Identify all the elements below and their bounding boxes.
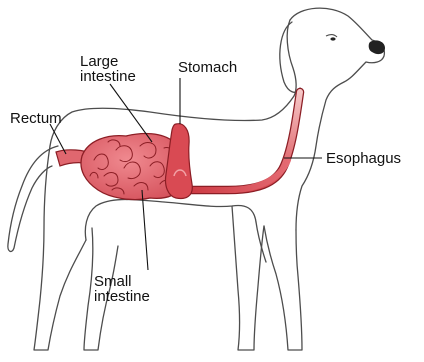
label-rectum: Rectum xyxy=(10,111,62,126)
label-small-intestine-line1: Small xyxy=(94,274,150,289)
leader-small-intestine xyxy=(142,190,148,270)
label-small-intestine: Small intestine xyxy=(94,274,150,304)
nose-icon xyxy=(369,40,385,54)
label-large-intestine-line1: Large xyxy=(80,54,136,69)
leader-large-intestine xyxy=(110,84,152,142)
leader-rectum xyxy=(50,124,66,154)
dog-face xyxy=(326,35,385,54)
esophagus-tube-outline xyxy=(188,92,300,190)
label-esophagus: Esophagus xyxy=(326,151,401,166)
stomach-organ xyxy=(165,124,192,199)
label-large-intestine: Large intestine xyxy=(80,54,136,84)
label-large-intestine-line2: intestine xyxy=(80,69,136,84)
eye-icon xyxy=(330,37,335,40)
label-stomach: Stomach xyxy=(178,60,237,75)
label-small-intestine-line2: intestine xyxy=(94,289,150,304)
